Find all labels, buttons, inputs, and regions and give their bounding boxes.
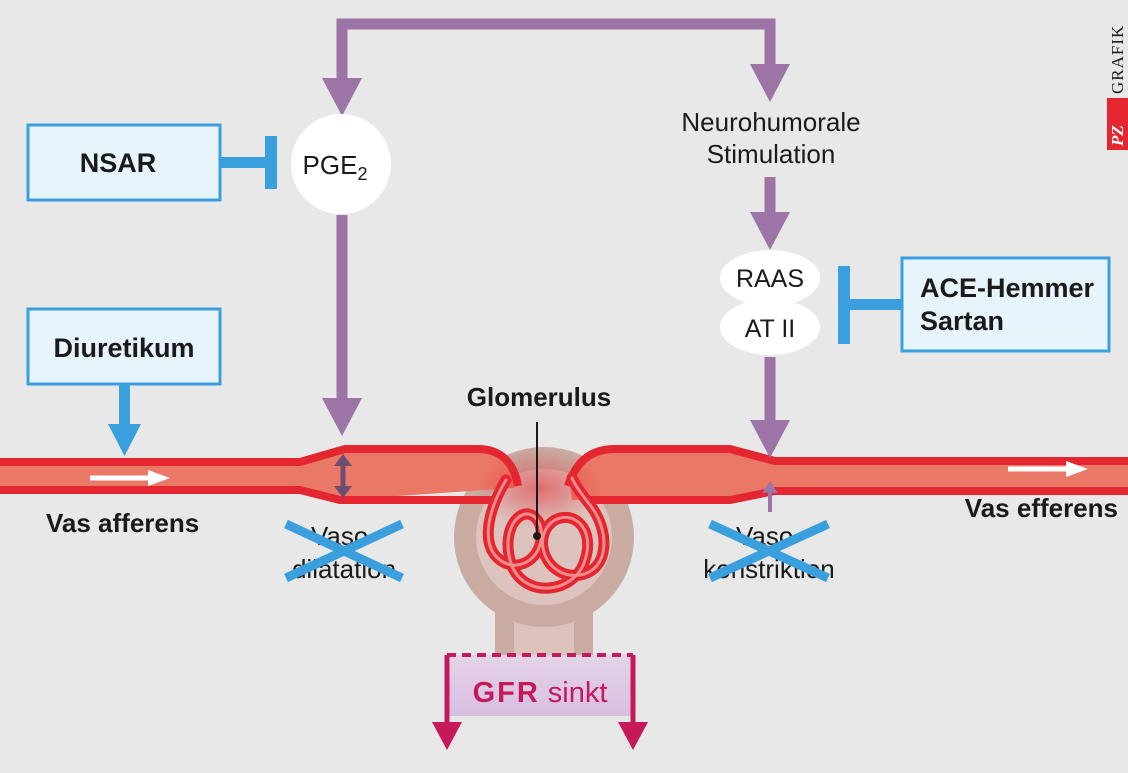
- pz-grafik-logo: PZ GRAFIK: [1107, 25, 1128, 150]
- glomerulus-pointer-dot: [533, 532, 541, 540]
- efferent-flow-arrow-icon: [1008, 461, 1088, 477]
- neurohumorale-label: Neurohumorale: [681, 107, 860, 137]
- vas-afferens-vessel: [0, 445, 522, 504]
- stimulation-label: Stimulation: [707, 139, 836, 169]
- ace-hemmer-label: ACE-Hemmer: [920, 273, 1095, 303]
- afferent-flow-arrow-icon: [90, 470, 170, 486]
- nsar-label: NSAR: [80, 148, 157, 178]
- arrow-to-neuro-icon: [750, 64, 790, 102]
- diuretikum-box: Diuretikum: [26, 307, 222, 386]
- gfr-sinkt-label: sinkt: [548, 677, 608, 709]
- nsar-box: NSAR: [26, 123, 222, 202]
- logo-pz-text: PZ: [1108, 125, 1127, 147]
- diuretikum-label: Diuretikum: [53, 333, 194, 363]
- vasokonstriktion-crossed: Vaso- konstriktion: [703, 519, 835, 584]
- vas-efferens-label: Vas efferens: [965, 493, 1118, 523]
- glomerulus-label: Glomerulus: [467, 382, 611, 412]
- raas-at2-node: RAAS AT II: [720, 250, 820, 355]
- vas-afferens-label: Vas afferens: [46, 508, 199, 538]
- ace-sartan-box: ACE-Hemmer Sartan: [900, 256, 1111, 353]
- konstriktion-up-arrow-icon: [762, 481, 778, 493]
- pge-label: PGE: [303, 150, 358, 180]
- arrow-to-afferens-icon: [322, 398, 362, 436]
- gfr-down-arrow-right-icon: [618, 722, 648, 750]
- arrow-to-raas-icon: [750, 212, 790, 250]
- diuretikum-arrow-icon: [108, 385, 141, 456]
- dilatation-double-arrow-icon: [334, 454, 352, 498]
- sartan-label: Sartan: [920, 306, 1004, 336]
- feedback-loop-arrows: [322, 18, 790, 512]
- gfr-down-arrow-left-icon: [432, 722, 462, 750]
- arrow-to-efferens-icon: [750, 420, 790, 458]
- raas-label: RAAS: [736, 265, 804, 293]
- gfr-label: GFR: [473, 677, 540, 709]
- ace-inhibition-bar-icon: [838, 266, 902, 344]
- logo-grafik-text: GRAFIK: [1108, 25, 1127, 94]
- nsar-inhibition-bar-icon: [221, 136, 277, 189]
- vasodilatation-crossed: Vaso- dilatation: [284, 519, 404, 584]
- arrow-to-pge-icon: [322, 78, 362, 116]
- glomerulus-capillary-inner: [486, 476, 606, 590]
- at2-label: AT II: [745, 315, 795, 343]
- svg-text:PGE2: PGE2: [303, 150, 368, 184]
- pge2-node: PGE2: [291, 114, 391, 214]
- pge-subscript: 2: [357, 164, 367, 184]
